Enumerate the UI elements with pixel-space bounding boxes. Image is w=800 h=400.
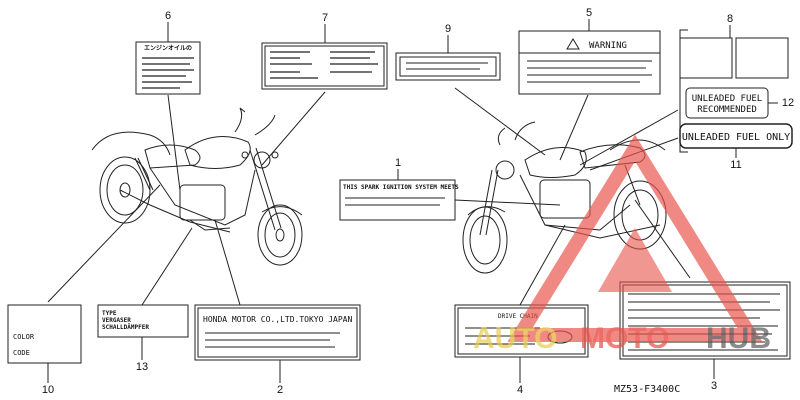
unleaded-only-text: UNLEADED FUEL ONLY xyxy=(682,132,790,143)
type-line1: TYPE xyxy=(102,310,117,317)
spark-ignition-text: THIS SPARK IGNITION SYSTEM MEETS xyxy=(343,184,459,191)
watermark-moto: MOTO xyxy=(580,322,669,355)
label-3 xyxy=(619,281,791,360)
label-color-code: COLOR CODE xyxy=(7,304,82,364)
callout-13: 13 xyxy=(136,361,148,373)
label-type: TYPE VERGASER SCHALLDÄMPFER xyxy=(97,304,189,338)
label-9 xyxy=(395,52,501,81)
callout-12: 12 xyxy=(782,97,794,109)
watermark-auto: AUTO xyxy=(473,322,557,355)
watermark-hub: HUB xyxy=(706,322,771,355)
color-text: COLOR xyxy=(13,333,35,341)
label-engine-oil: エンジンオイルの xyxy=(135,41,201,95)
unleaded-recommended-1: UNLEADED FUEL xyxy=(692,94,762,104)
label-honda-motor: HONDA MOTOR CO.,LTD.TOKYO JAPAN xyxy=(194,304,361,361)
callout-9: 9 xyxy=(445,23,451,35)
label-warning: WARNING xyxy=(518,30,661,95)
type-line2: VERGASER xyxy=(102,317,131,324)
leader-lines xyxy=(47,87,691,306)
callout-numbers: 6 7 9 5 8 12 11 1 10 13 2 4 3 xyxy=(42,7,794,396)
callout-6: 6 xyxy=(165,10,171,22)
honda-motor-text: HONDA MOTOR CO.,LTD.TOKYO JAPAN xyxy=(203,315,352,324)
callout-10: 10 xyxy=(42,384,54,396)
label-tire-info xyxy=(261,42,388,90)
part-code: MZ53-F3400C xyxy=(614,384,680,395)
drive-chain-text: DRIVE CHAIN xyxy=(498,313,538,320)
unleaded-recommended-2: RECOMMENDED xyxy=(697,105,757,115)
callout-2: 2 xyxy=(277,384,283,396)
callout-5: 5 xyxy=(586,7,592,19)
label-group-fuel: UNLEADED FUEL RECOMMENDED UNLEADED FUEL … xyxy=(679,29,793,153)
warning-text: WARNING xyxy=(589,41,627,51)
engine-oil-text: エンジンオイルの xyxy=(144,45,192,52)
callout-7: 7 xyxy=(322,12,328,24)
left-motorcycle xyxy=(91,107,303,266)
callout-3: 3 xyxy=(711,380,717,392)
label-spark-ignition: THIS SPARK IGNITION SYSTEM MEETS xyxy=(339,179,459,221)
code-text: CODE xyxy=(13,349,30,357)
callout-11: 11 xyxy=(730,159,741,171)
callout-4: 4 xyxy=(517,384,523,396)
type-line3: SCHALLDÄMPFER xyxy=(102,324,149,331)
watermark: AUTO MOTO HUB xyxy=(473,134,771,355)
callout-1: 1 xyxy=(395,157,401,169)
callout-8: 8 xyxy=(727,13,733,25)
right-motorcycle xyxy=(462,121,667,274)
